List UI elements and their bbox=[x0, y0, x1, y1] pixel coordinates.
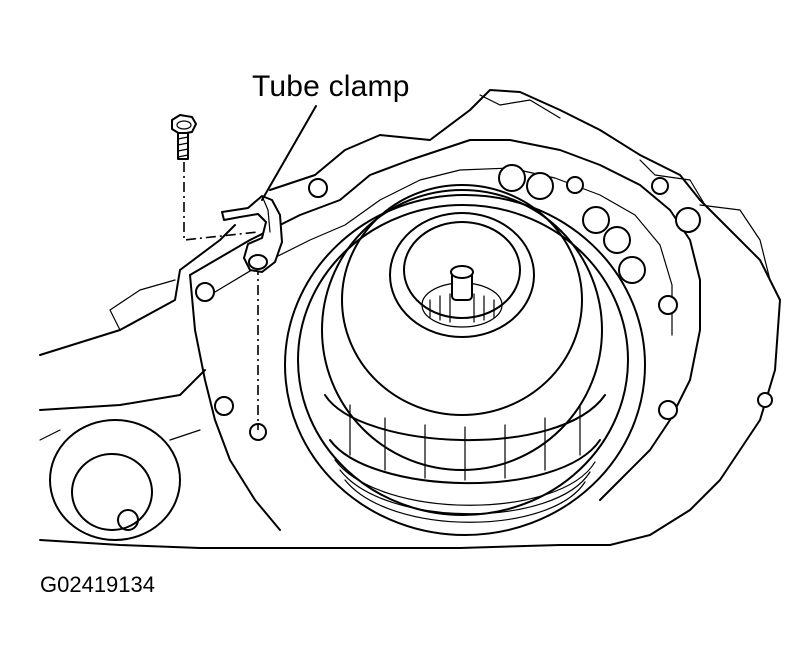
lower-left-boss bbox=[39, 419, 201, 541]
tube-clamp-bracket bbox=[221, 195, 283, 273]
callout-leader-line bbox=[261, 105, 317, 201]
clutch-plates bbox=[324, 394, 606, 523]
flange-bolt-holes bbox=[117, 176, 773, 531]
oil-passage-holes bbox=[498, 164, 646, 284]
bolt bbox=[171, 114, 197, 160]
transmission-case-outline bbox=[39, 89, 781, 549]
figure-number: G02419134 bbox=[40, 572, 155, 597]
clutch-drum-assembly bbox=[284, 184, 646, 536]
installation-center-lines bbox=[183, 162, 259, 430]
tube-clamp-label: Tube clamp bbox=[252, 70, 410, 103]
